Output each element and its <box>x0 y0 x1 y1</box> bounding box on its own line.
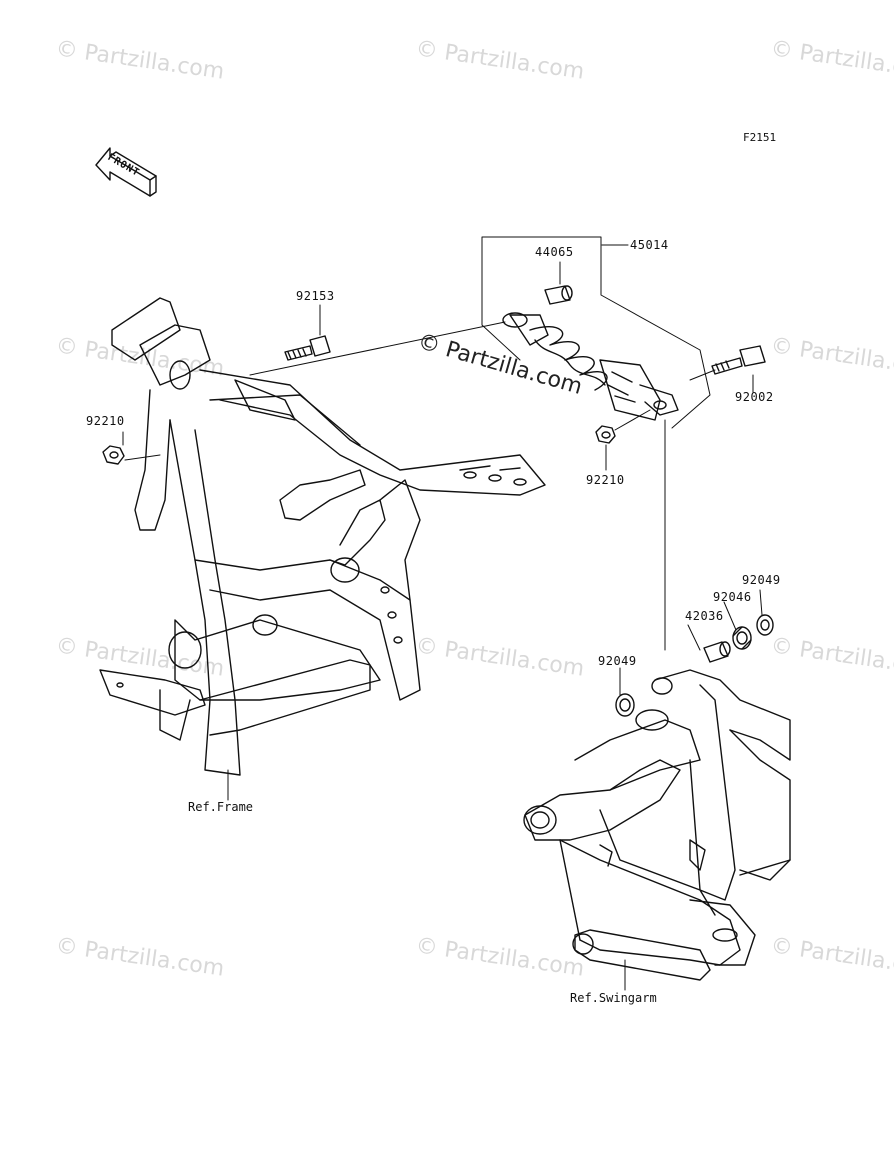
part-number-92046[interactable]: 92046 <box>713 590 752 604</box>
ref-swingarm-label: Ref.Swingarm <box>570 991 657 1005</box>
shock-absorber-icon <box>502 312 679 421</box>
part-number-92002[interactable]: 92002 <box>735 390 774 404</box>
frame-drawing <box>99 297 546 776</box>
bolt-92153-icon <box>284 335 331 361</box>
swingarm-drawing <box>523 669 791 981</box>
nut-92210-right-icon <box>595 425 616 444</box>
bolt-92002-icon <box>711 345 766 375</box>
washer-92049-top-icon <box>756 614 774 636</box>
collar-42036-icon <box>703 641 731 663</box>
part-number-92049-top[interactable]: 92049 <box>742 573 781 587</box>
part-number-92210-right[interactable]: 92210 <box>586 473 625 487</box>
bearing-92046-icon <box>732 626 752 650</box>
part-number-42036[interactable]: 42036 <box>685 609 724 623</box>
figure-code: F2151 <box>743 131 777 144</box>
washer-92049-left-icon <box>615 693 635 717</box>
part-number-44065[interactable]: 44065 <box>535 245 574 259</box>
part-number-45014[interactable]: 45014 <box>630 238 669 252</box>
nut-92210-left-icon <box>102 445 125 465</box>
part-number-92049-left[interactable]: 92049 <box>598 654 637 668</box>
front-arrow-icon <box>95 147 157 197</box>
part-number-92210-left[interactable]: 92210 <box>86 414 125 428</box>
ref-frame-label: Ref.Frame <box>188 800 254 814</box>
part-number-92153[interactable]: 92153 <box>296 289 335 303</box>
collar-44065-icon <box>544 285 573 305</box>
